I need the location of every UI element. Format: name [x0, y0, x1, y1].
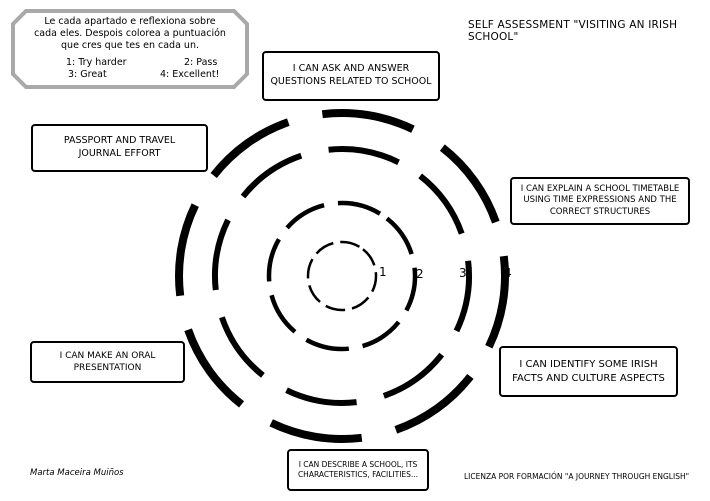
- statement-line: I CAN EXPLAIN A SCHOOL TIMETABLE: [520, 183, 680, 194]
- statement-line: I CAN DESCRIBE A SCHOOL, ITS: [298, 459, 418, 469]
- ring-number-3: 3: [459, 266, 467, 280]
- page-title: SELF ASSESSMENT "VISITING AN IRISH SCHOO…: [468, 19, 678, 43]
- ring-1[interactable]: [294, 228, 389, 323]
- instructions-panel: Le cada apartado e reflexiona sobre cada…: [10, 8, 250, 90]
- statement-passport[interactable]: PASSPORT AND TRAVEL JOURNAL EFFORT: [31, 124, 208, 172]
- statement-oral[interactable]: I CAN MAKE AN ORAL PRESENTATION: [30, 341, 185, 383]
- statement-line: USING TIME EXPRESSIONS AND THE: [523, 195, 677, 206]
- scale-2: 2: Pass: [184, 57, 218, 68]
- scale-3: 3: Great: [68, 69, 107, 80]
- statement-line: CORRECT STRUCTURES: [549, 206, 651, 217]
- statement-line: QUESTIONS RELATED TO SCHOOL: [270, 76, 432, 87]
- ring-2[interactable]: [240, 174, 445, 379]
- statement-line: PRESENTATION: [73, 363, 142, 373]
- ring-4[interactable]: [113, 47, 571, 501]
- ring-number-1: 1: [379, 265, 387, 279]
- scale-1: 1: Try harder: [66, 57, 127, 68]
- scale-4: 4: Excellent!: [160, 69, 220, 80]
- statement-line: I CAN ASK AND ANSWER: [292, 63, 410, 75]
- statement-ask-answer[interactable]: I CAN ASK AND ANSWER QUESTIONS RELATED T…: [262, 51, 440, 101]
- statement-line: FACTS AND CULTURE ASPECTS: [512, 372, 665, 384]
- statement-line: JOURNAL EFFORT: [78, 148, 161, 159]
- ring-number-2: 2: [416, 267, 424, 281]
- statement-describe-school[interactable]: I CAN DESCRIBE A SCHOOL, ITS CHARACTERIS…: [287, 449, 429, 491]
- ring-3[interactable]: [164, 98, 521, 455]
- statement-timetable[interactable]: I CAN EXPLAIN A SCHOOL TIMETABLE USING T…: [510, 177, 690, 225]
- ring-number-4: 4: [504, 266, 512, 280]
- statement-line: I CAN IDENTIFY SOME IRISH: [519, 359, 658, 370]
- statement-line: I CAN MAKE AN ORAL: [59, 350, 156, 361]
- license-credit: LICENZA POR FORMACIÓN "A JOURNEY THROUGH…: [464, 472, 690, 481]
- statement-line: CHARACTERISTICS, FACILITIES...: [297, 470, 419, 479]
- statement-irish-facts[interactable]: I CAN IDENTIFY SOME IRISH FACTS AND CULT…: [499, 346, 678, 397]
- statement-line: PASSPORT AND TRAVEL: [63, 135, 176, 147]
- instructions-text: Le cada apartado e reflexiona sobre cada…: [34, 16, 226, 51]
- author-credit: Marta Maceira Muiños: [30, 468, 124, 478]
- octagon-frame: [11, 9, 249, 89]
